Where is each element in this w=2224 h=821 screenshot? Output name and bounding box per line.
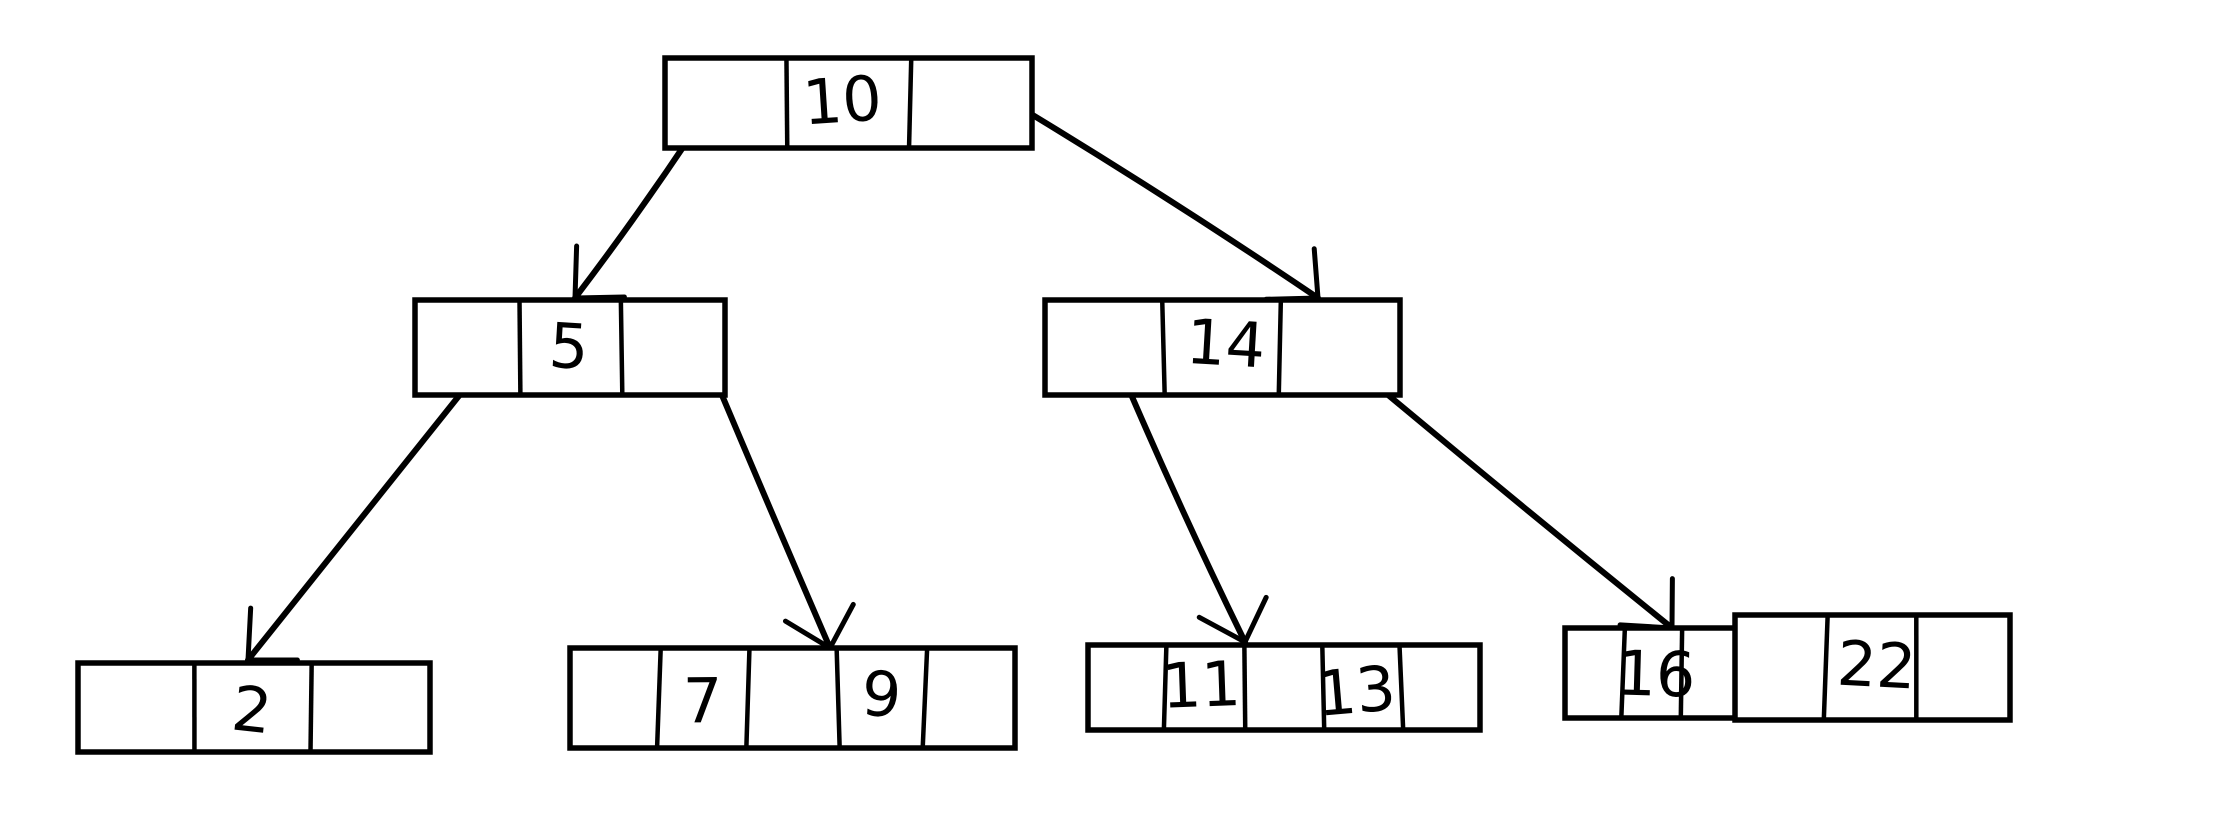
node-key-label: 16 (1616, 636, 1697, 711)
btree-node-leaf-4a[interactable]: 16 (1562, 625, 1743, 721)
cell-divider (1276, 301, 1284, 394)
node-key-label: 9 (859, 657, 904, 733)
edge-left-leaf1 (245, 369, 481, 663)
arrow-head-barb (827, 601, 856, 651)
cell-divider (834, 649, 842, 747)
btree-node-leaf-4b[interactable]: 22 (1732, 612, 2013, 723)
cell-divider (1160, 301, 1167, 394)
node-box (75, 660, 433, 755)
node-box (412, 297, 728, 398)
edge-line (245, 369, 481, 663)
btree-node-internal-right[interactable]: 14 (1042, 297, 1403, 398)
node-key-label: 14 (1184, 305, 1267, 382)
cell-divider (308, 664, 314, 751)
cell-divider (906, 59, 914, 147)
cell-divider (920, 649, 930, 747)
node-box (1732, 612, 2013, 723)
btree-node-leaf-3[interactable]: 11 13 (1085, 642, 1483, 733)
cell-divider (784, 59, 790, 147)
cell-divider (1619, 629, 1628, 717)
cell-divider (1821, 616, 1830, 719)
cell-divider (1678, 629, 1685, 717)
edge-line (1005, 97, 1321, 301)
cell-divider (744, 649, 752, 747)
btree-node-internal-left[interactable]: 5 (412, 297, 728, 398)
node-key-label: 5 (547, 309, 591, 384)
edge-line (1115, 361, 1248, 645)
cell-divider (1397, 646, 1406, 729)
node-key-label: 22 (1835, 627, 1918, 704)
edge-root-right (1005, 97, 1321, 302)
arrow-head-barb (1242, 594, 1269, 645)
node-key-label: 13 (1314, 651, 1399, 730)
edge-left-leaf2 (705, 359, 856, 651)
edge-line (705, 359, 833, 651)
node-box (1042, 297, 1403, 398)
cell-divider (618, 301, 625, 394)
edges-layer (245, 97, 1675, 663)
node-box (1562, 625, 1743, 721)
node-key-label: 10 (800, 61, 884, 139)
arrow-head-barb (782, 618, 833, 651)
arrow-head-barb (1311, 246, 1321, 301)
node-box (662, 55, 1035, 151)
btree-node-leaf-1[interactable]: 2 (75, 660, 433, 755)
cell-divider (517, 301, 523, 394)
edge-right-leaf3 (1115, 361, 1269, 645)
cell-divider (654, 649, 663, 747)
arrow-head-barb (572, 243, 580, 301)
cell-divider (1161, 646, 1169, 729)
node-key-label: 11 (1161, 647, 1242, 723)
cell-divider (1320, 646, 1327, 729)
cell-divider (1242, 646, 1248, 729)
node-key-label: 7 (683, 664, 723, 737)
btree-node-root[interactable]: 10 (662, 55, 1035, 151)
arrow-head-barb (245, 605, 254, 663)
arrow-head-barb (1196, 614, 1248, 645)
node-box (1085, 642, 1483, 733)
node-key-label: 2 (228, 672, 275, 749)
node-box (567, 645, 1018, 751)
